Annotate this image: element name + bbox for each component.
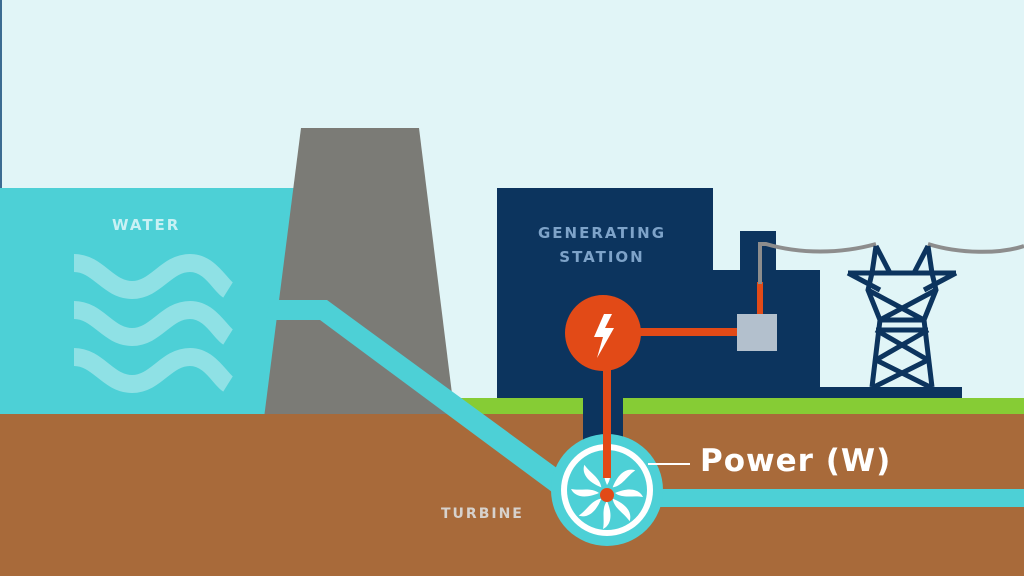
turbine-label: TURBINE bbox=[441, 506, 524, 522]
tower-base bbox=[820, 387, 962, 398]
transmission-tower-icon bbox=[846, 244, 958, 390]
transformer-riser bbox=[757, 282, 763, 318]
grass bbox=[455, 398, 1024, 414]
penstock-pipe bbox=[266, 300, 1024, 507]
turbine-hub bbox=[600, 488, 614, 502]
water-waves-icon bbox=[72, 253, 234, 394]
power-label: Power (W) bbox=[700, 443, 892, 479]
station-label-line1: GENERATING bbox=[537, 224, 667, 242]
transformer-box-icon bbox=[737, 314, 777, 351]
water-label: WATER bbox=[112, 216, 181, 234]
transmission-line-2 bbox=[927, 242, 1024, 254]
generating-station-label: GENERATING STATION bbox=[535, 221, 669, 269]
dam bbox=[264, 128, 455, 418]
generator-shaft bbox=[603, 350, 611, 478]
generator-wire bbox=[630, 328, 740, 336]
outflow-pipe bbox=[640, 489, 1024, 507]
lightning-bolt-icon bbox=[565, 295, 641, 371]
station-label-line2: STATION bbox=[559, 248, 645, 266]
transmission-line-1 bbox=[758, 242, 877, 284]
